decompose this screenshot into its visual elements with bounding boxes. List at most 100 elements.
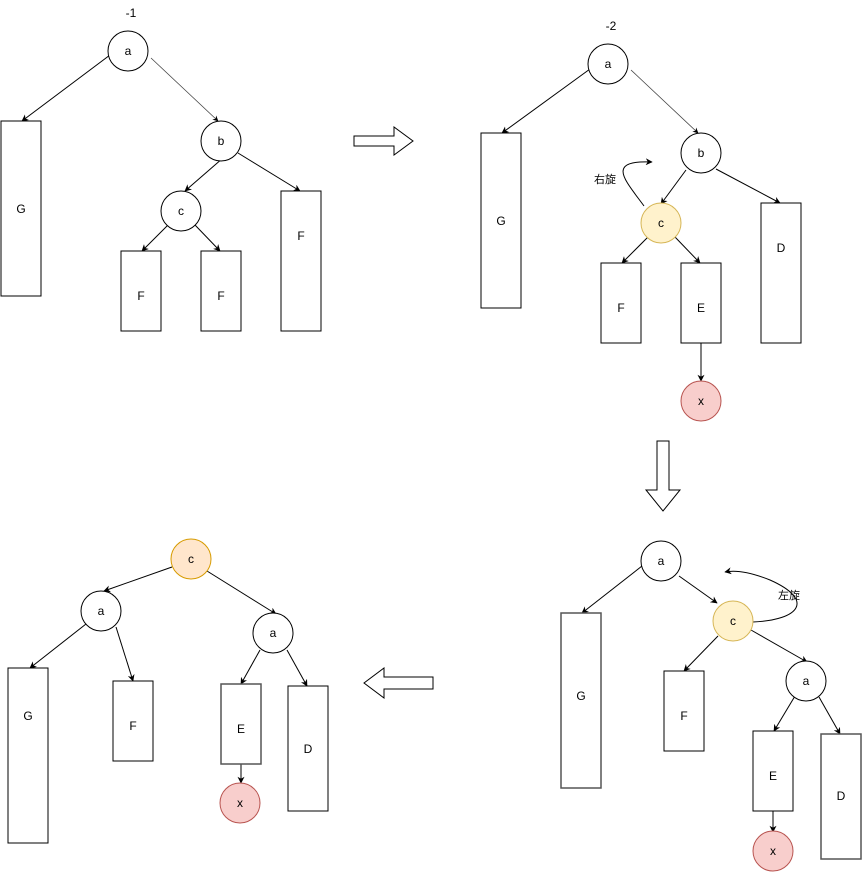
edge-a-g bbox=[501, 68, 591, 134]
node-c-label: c bbox=[658, 216, 664, 230]
node-a-child-label: a bbox=[803, 674, 810, 688]
node-a-label: a bbox=[125, 44, 132, 58]
edge-a-g bbox=[581, 565, 643, 614]
edge-c-e bbox=[674, 236, 701, 264]
box-d-label: D bbox=[777, 241, 786, 255]
box-g bbox=[0, 120, 42, 297]
node-c-highlighted bbox=[712, 600, 754, 642]
node-a-right-label: a bbox=[270, 626, 277, 640]
node-a-right bbox=[252, 612, 294, 654]
edge-c-a-right bbox=[206, 570, 277, 615]
box-f-label: F bbox=[680, 709, 687, 723]
node-c bbox=[160, 190, 202, 232]
diagram-after-insert: -2 右旋 a b c G F E D x bbox=[480, 19, 802, 422]
node-a bbox=[640, 540, 682, 582]
node-b bbox=[200, 120, 242, 162]
balance-factor-label: -1 bbox=[126, 6, 137, 20]
box-e-label: E bbox=[237, 722, 245, 736]
node-b bbox=[680, 132, 722, 174]
box-e bbox=[220, 683, 262, 765]
edge-a-b bbox=[150, 57, 219, 122]
rotate-right-note: 右旋 bbox=[594, 172, 616, 186]
node-a bbox=[587, 43, 629, 85]
edge-c-a bbox=[750, 629, 808, 663]
edge-a-c bbox=[678, 575, 718, 604]
rotate-left-note: 左旋 bbox=[778, 588, 800, 602]
edge-a-b bbox=[630, 69, 699, 134]
box-f-label: F bbox=[617, 301, 624, 315]
box-f-label: F bbox=[129, 719, 136, 733]
box-f-left-label: F bbox=[137, 289, 144, 303]
box-g-label: G bbox=[16, 202, 25, 216]
node-a-child bbox=[785, 660, 827, 702]
box-e-label: E bbox=[697, 301, 705, 315]
edge-b-c bbox=[660, 169, 687, 205]
node-c-label: c bbox=[730, 614, 736, 628]
box-e-label: E bbox=[769, 769, 777, 783]
edge-a-d bbox=[286, 649, 308, 687]
node-x-label: x bbox=[237, 796, 243, 810]
node-b-label: b bbox=[218, 134, 225, 148]
diagram-after-right-rotation: 左旋 a c a G F E D x bbox=[560, 540, 862, 872]
edge-a-g bbox=[21, 54, 111, 122]
node-a-label: a bbox=[605, 57, 612, 71]
node-b-label: b bbox=[698, 146, 705, 160]
box-f-tall bbox=[280, 190, 322, 332]
edge-a-e bbox=[240, 649, 261, 685]
node-x-inserted bbox=[680, 380, 722, 422]
node-x-label: x bbox=[698, 394, 704, 408]
edge-b-c bbox=[184, 157, 224, 192]
box-g bbox=[7, 667, 49, 844]
arrow-left-icon bbox=[363, 667, 434, 699]
box-g bbox=[560, 612, 602, 789]
node-a bbox=[107, 30, 149, 72]
box-g-label: G bbox=[496, 214, 505, 228]
box-f-right-label: F bbox=[217, 289, 224, 303]
edge-b-f bbox=[237, 152, 301, 192]
box-f bbox=[600, 262, 642, 344]
box-d bbox=[287, 685, 329, 812]
edge-c-a bbox=[103, 566, 173, 593]
box-f-right bbox=[200, 250, 242, 332]
box-d bbox=[820, 733, 862, 860]
balance-factor-label: -2 bbox=[606, 19, 617, 33]
diagram-after-left-rotation: c a a G F E D x bbox=[7, 538, 329, 844]
box-f bbox=[112, 680, 154, 762]
box-g-label: G bbox=[23, 709, 32, 723]
box-e bbox=[752, 730, 794, 812]
node-c-root bbox=[170, 538, 212, 580]
edge-c-f bbox=[683, 635, 719, 672]
node-x-inserted bbox=[219, 782, 261, 824]
box-d bbox=[760, 202, 802, 344]
rotate-left-curve-icon bbox=[724, 567, 798, 623]
edge-a-e bbox=[773, 695, 796, 732]
node-a-label: a bbox=[658, 554, 665, 568]
box-f-left bbox=[120, 250, 162, 332]
box-e bbox=[680, 262, 722, 344]
edge-c-f-left bbox=[141, 224, 169, 252]
box-d-label: D bbox=[304, 742, 313, 756]
diagram-initial-tree: -1 a b c G F F F bbox=[0, 6, 322, 332]
node-x-inserted bbox=[752, 830, 794, 872]
edge-a-f bbox=[115, 626, 135, 682]
edge-c-f bbox=[621, 236, 649, 264]
box-f-tall-label: F bbox=[297, 229, 304, 243]
node-x-label: x bbox=[770, 844, 776, 858]
edge-b-d bbox=[715, 168, 781, 204]
arrow-right-icon bbox=[353, 126, 414, 156]
rotate-right-curve-icon bbox=[622, 158, 653, 207]
box-g bbox=[480, 132, 522, 309]
node-c-label: c bbox=[178, 204, 184, 218]
node-a-left bbox=[80, 590, 122, 632]
arrow-down-icon bbox=[644, 440, 682, 512]
edge-c-f-right bbox=[194, 224, 221, 252]
node-a-left-label: a bbox=[98, 604, 105, 618]
edge-a-g bbox=[29, 623, 87, 669]
box-f bbox=[663, 670, 705, 752]
box-g-label: G bbox=[576, 689, 585, 703]
node-c-label: c bbox=[188, 552, 194, 566]
box-d-label: D bbox=[837, 789, 846, 803]
edge-a-d bbox=[818, 696, 841, 735]
node-c-highlighted bbox=[640, 202, 682, 244]
